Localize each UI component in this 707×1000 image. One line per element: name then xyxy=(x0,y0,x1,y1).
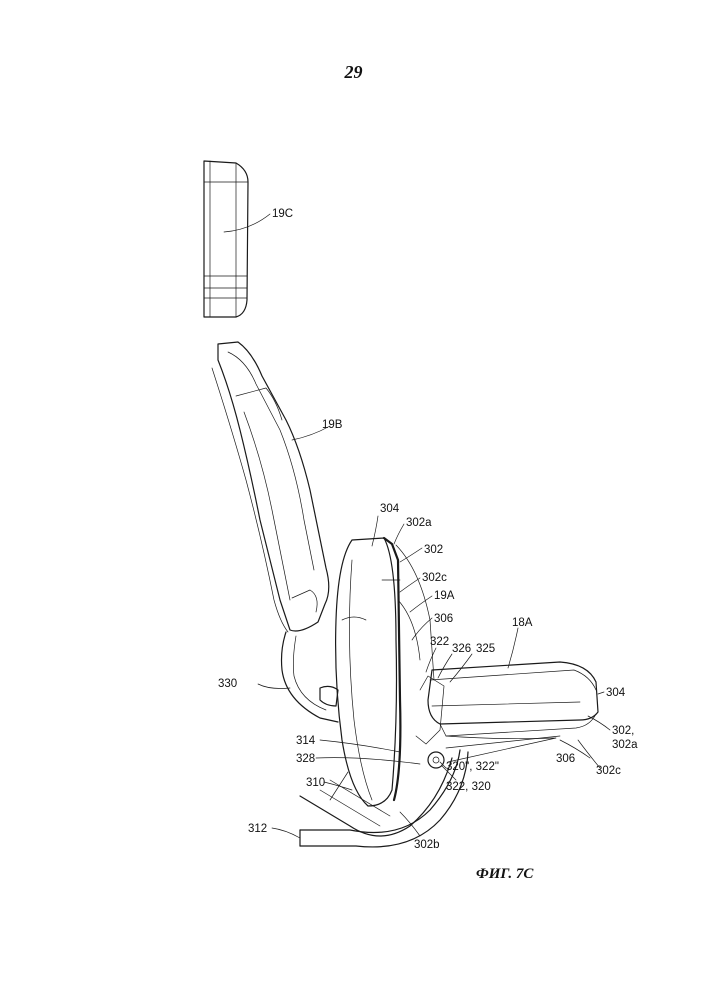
label-18a: 18A xyxy=(512,617,533,629)
label-322: 322 xyxy=(430,636,449,648)
label-302-top: 302 xyxy=(424,544,443,556)
label-19a: 19A xyxy=(434,590,455,602)
label-302-right: 302, xyxy=(612,725,634,737)
label-304-right: 304 xyxy=(606,687,626,699)
label-328: 328 xyxy=(296,753,315,765)
label-330: 330 xyxy=(218,678,237,690)
label-314: 314 xyxy=(296,735,316,747)
seatback-19a xyxy=(320,538,434,806)
label-312: 312 xyxy=(248,823,267,835)
label-19c: 19C xyxy=(272,208,293,220)
label-302a-top: 302a xyxy=(406,517,432,529)
label-302c-top: 302c xyxy=(422,572,447,584)
label-302b: 302b xyxy=(414,839,440,851)
label-326: 326 xyxy=(452,643,471,655)
label-302a-right: 302a xyxy=(612,739,638,751)
figure-caption: ФИГ. 7С xyxy=(476,866,533,883)
label-302c-right: 302c xyxy=(596,765,621,777)
label-322-320: 322, 320 xyxy=(446,781,491,793)
label-19b: 19B xyxy=(322,419,343,431)
label-306-bottom: 306 xyxy=(556,753,575,765)
label-306-top: 306 xyxy=(434,613,453,625)
label-320pp-322pp: 320", 322" xyxy=(446,761,499,773)
label-304-top: 304 xyxy=(380,503,400,515)
label-325: 325 xyxy=(476,643,495,655)
backrest-19b xyxy=(212,342,330,632)
headrest-19c xyxy=(204,161,270,317)
label-310: 310 xyxy=(306,777,325,789)
